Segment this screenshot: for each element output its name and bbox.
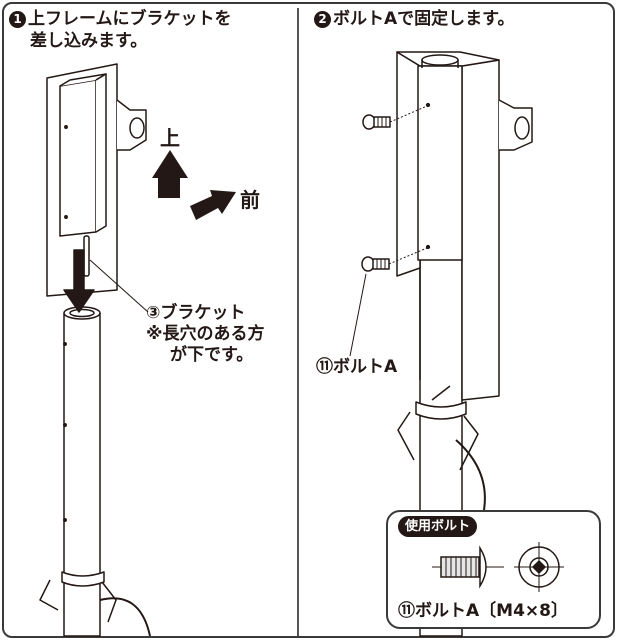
bolt-spec-label: ⑪ボルトA〔M4×8〕 — [398, 601, 568, 621]
step2-text: ボルトAで固定します。 — [333, 9, 515, 29]
bracket-label-line2: ※長穴のある方 — [146, 324, 265, 344]
bolt-upper — [362, 105, 428, 130]
step1-number: 1 — [9, 11, 26, 28]
panel-divider — [297, 8, 299, 636]
bolt-spec-badge: 使用ボルト — [398, 516, 478, 537]
step1-line1: 上フレームにブラケットを — [28, 9, 232, 29]
bracket-label-line1: ③ブラケット — [146, 303, 246, 323]
direction-up-label: 上 — [160, 126, 180, 150]
step2-number: 2 — [314, 11, 331, 28]
lower-frame-pipe — [63, 313, 101, 637]
bolt-label: ⑪ボルトA — [316, 357, 398, 377]
step1-line2: 差し込みます。 — [30, 31, 148, 51]
front-arrow — [190, 190, 236, 220]
panel-frame — [2, 2, 615, 638]
bolt-lower — [361, 247, 428, 272]
bracket-right — [396, 51, 533, 401]
bracket-label-line3: が下です。 — [170, 345, 254, 365]
insert-arrow — [63, 249, 95, 313]
up-arrow — [152, 150, 188, 198]
direction-front-label: 前 — [240, 188, 260, 212]
bracket-left — [46, 63, 147, 297]
